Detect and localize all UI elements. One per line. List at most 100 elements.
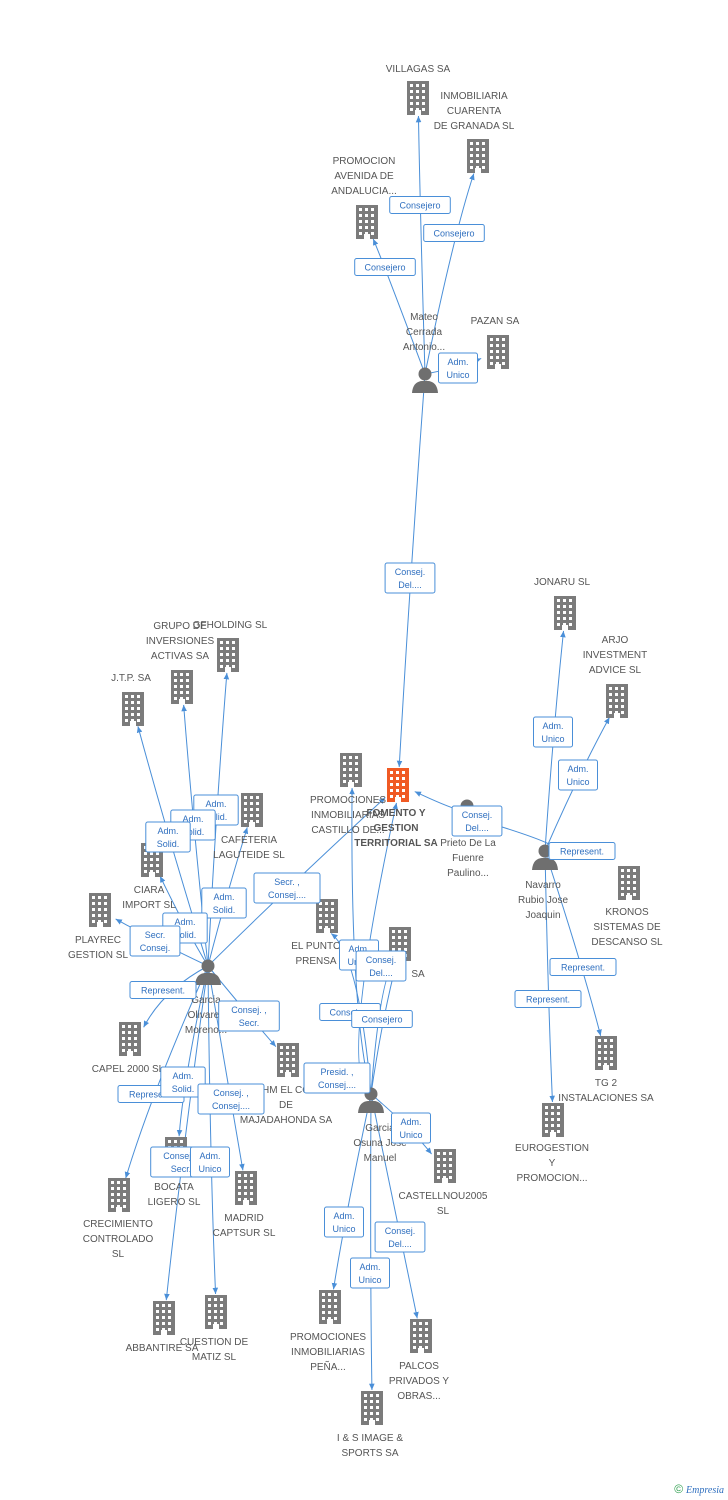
relation-text: Solid. [182, 827, 205, 837]
relation-text: Consejero [433, 229, 474, 239]
relation-box [324, 1206, 364, 1238]
relation-text: Consejero [329, 1008, 370, 1018]
building-icon [205, 1295, 227, 1329]
edge-label-garciaol-focus[interactable]: Secr. ,Consej.... [253, 872, 321, 904]
edge-label-garciaol-cafeteria[interactable]: Adm.Solid. [201, 887, 247, 919]
node-pazan[interactable]: PAZAN SA [471, 316, 520, 369]
node-capel[interactable]: CAPEL 2000 SL [92, 1022, 165, 1075]
edge-label-garciaos-isimage[interactable]: Adm.Unico [350, 1257, 390, 1289]
relation-box [374, 1221, 426, 1253]
edge-label-navarro-arjo[interactable]: Adm.Unico [558, 759, 598, 791]
node-label: INVESTMENT [583, 650, 647, 661]
edge-label-garciaol-bocata[interactable]: Adm.Solid. [160, 1066, 206, 1098]
edge-label-garciaos-focus[interactable]: Presid. ,Consej.... [303, 1062, 371, 1094]
edge-label-garciaos-xsa[interactable]: Consejero [351, 1010, 413, 1028]
edge-label-navarro-jonaru[interactable]: Adm.Unico [533, 716, 573, 748]
relation-text: Adm. [157, 826, 178, 836]
building-icon [122, 692, 144, 726]
relation-box [514, 990, 582, 1008]
edge-label-garciaol-cuestion[interactable]: Adm.Unico [190, 1146, 230, 1178]
node-abbantire[interactable]: ABBANTIRE SA [126, 1301, 199, 1354]
node-label: Navarro [525, 880, 561, 891]
edge-label-navarro-tg2[interactable]: Represent. [549, 958, 617, 976]
edge-label-garciaol-capel[interactable]: Represent. [129, 981, 197, 999]
relation-text: Represent. [129, 1090, 173, 1100]
edge-label-navarro-prieto[interactable]: Represent. [548, 842, 616, 860]
node-label: KRONOS [605, 907, 649, 918]
node-eurogestion[interactable]: EUROGESTIONYPROMOCION... [515, 1103, 589, 1184]
edge-label-garciaos-castellnou[interactable]: Adm.Unico [391, 1112, 431, 1144]
relation-text: Adm. [333, 1211, 354, 1221]
relation-text: Unico [332, 1224, 355, 1234]
relation-box [391, 1112, 431, 1144]
node-label: PRIVADOS Y [389, 1376, 450, 1387]
edge-label-mateo-inmob40[interactable]: Consejero [423, 224, 485, 242]
building-icon [217, 638, 239, 672]
edge-label-mateo-pazan[interactable]: Adm.Unico [438, 352, 478, 384]
node-label: TERRITORIAL SA [354, 838, 438, 849]
building-icon [606, 684, 628, 718]
brand-name: Empresia [686, 1485, 724, 1496]
node-label: CONTROLADO [83, 1234, 154, 1245]
relation-text: Adm. [567, 764, 588, 774]
relation-text: Adm. [542, 721, 563, 731]
edge-label-navarro-eurogestion[interactable]: Represent. [514, 990, 582, 1008]
relation-box [533, 716, 573, 748]
edge-label-garciaol-madrid[interactable]: Consej. ,Consej.... [197, 1083, 265, 1115]
node-label: Osuna Jose [353, 1138, 407, 1149]
edge-label-mateo-promoavda[interactable]: Consejero [354, 258, 416, 276]
relation-box [451, 805, 503, 837]
node-label: ABBANTIRE SA [126, 1343, 199, 1354]
node-villagas[interactable]: VILLAGAS SA [386, 64, 451, 115]
node-promopena[interactable]: PROMOCIONESINMOBILIARIASPEÑA... [290, 1290, 366, 1373]
node-jonaru[interactable]: JONARU SL [534, 577, 591, 630]
node-garciaol[interactable]: GarciaOlivaresMoreno... [185, 959, 227, 1037]
node-jtp[interactable]: J.T.P. SA [111, 673, 151, 726]
edge-label-garciaos-xsa[interactable]: Consej.Del.... [355, 950, 407, 982]
edge-garciaol-madrid [207, 965, 245, 1171]
building-icon [171, 670, 193, 704]
node-label: Moreno... [185, 1025, 227, 1036]
edge-label-mateo-focus[interactable]: Consej.Del.... [384, 562, 436, 594]
edge-label-prieto-focus[interactable]: Consej.Del.... [451, 805, 503, 837]
node-gfholding[interactable]: GFHOLDING SL [193, 620, 268, 672]
edge-label-garciaos-palcos[interactable]: Consej.Del.... [374, 1221, 426, 1253]
edge-label-garciaol-playrec[interactable]: Secr.Consej. [129, 925, 181, 957]
edge-label-mateo-villagas[interactable]: Consejero [389, 196, 451, 214]
copyright-icon: © [674, 1482, 684, 1496]
node-label: GESTION SL [68, 950, 128, 961]
node-mateo[interactable]: MateoCerradaAntonio... [403, 312, 445, 393]
edge-label-garciaol-hmcol[interactable]: Consej. ,Secr. [218, 1000, 280, 1032]
node-label: ANDALUCIA... [331, 186, 397, 197]
node-isimage[interactable]: I & S IMAGE &SPORTS SA [337, 1391, 403, 1459]
relation-text: Del.... [398, 580, 422, 590]
edge-garciaol-cuestion [207, 965, 219, 1295]
node-label: J.T.P. SA [111, 673, 151, 684]
building-icon [467, 139, 489, 173]
relation-box [218, 1000, 280, 1032]
node-label: CAPEL 2000 SL [92, 1064, 165, 1075]
edge-label-garciaos-promopena[interactable]: Adm. Unico [324, 1206, 364, 1238]
node-label: CUARENTA [447, 106, 502, 117]
edge-label-garciaol-jtp[interactable]: Adm.Solid. [145, 821, 191, 853]
